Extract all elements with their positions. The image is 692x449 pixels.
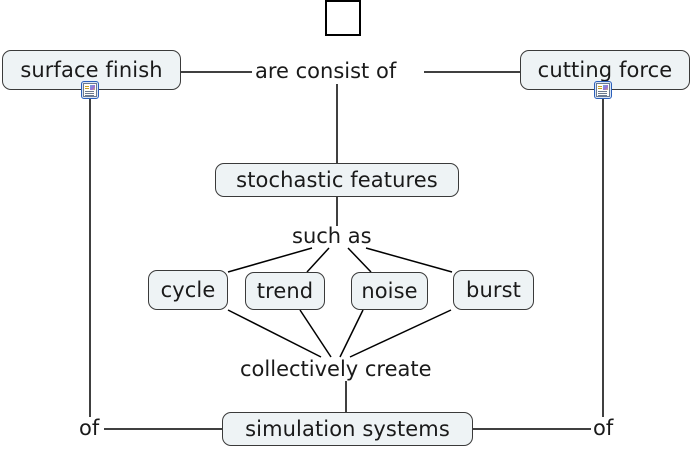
note-line	[598, 95, 607, 96]
note-line	[85, 86, 89, 87]
note-page	[83, 83, 97, 97]
node-cycle[interactable]: cycle	[148, 270, 228, 310]
note-document-icon[interactable]	[594, 81, 612, 99]
node-stochastic-features-label: stochastic features	[236, 167, 438, 192]
edge-trend-to-collectively-create	[299, 309, 332, 358]
edge-cycle-to-collectively-create	[227, 309, 322, 358]
edge-such-as-to-noise	[347, 247, 372, 273]
note-document-icon[interactable]	[81, 81, 99, 99]
node-surface-finish-label: surface finish	[20, 57, 163, 82]
note-line	[598, 91, 607, 92]
node-noise[interactable]: noise	[351, 272, 428, 310]
node-noise-label: noise	[361, 278, 418, 303]
note-line	[85, 91, 94, 92]
note-thumbnail	[90, 85, 95, 90]
node-stochastic-features[interactable]: stochastic features	[215, 163, 459, 197]
node-cutting-force-label: cutting force	[537, 57, 673, 82]
edge-such-as-to-burst	[365, 247, 453, 273]
edge-label-collectively-create: collectively create	[237, 359, 435, 380]
edge-noise-to-collectively-create	[339, 309, 364, 358]
node-trend-label: trend	[256, 278, 314, 303]
note-line	[598, 93, 607, 94]
note-line	[85, 88, 89, 89]
edge-such-as-to-cycle	[227, 247, 313, 273]
empty-node-box[interactable]	[325, 0, 361, 36]
edge-label-are-consist-of: are consist of	[252, 61, 400, 82]
note-line	[85, 95, 94, 96]
note-line	[598, 88, 602, 89]
node-simulation-systems[interactable]: simulation systems	[222, 412, 473, 446]
note-line	[598, 86, 602, 87]
edge-burst-to-collectively-create	[349, 309, 452, 358]
note-page	[596, 83, 610, 97]
node-trend[interactable]: trend	[245, 272, 325, 310]
note-line	[85, 93, 94, 94]
node-cycle-label: cycle	[160, 277, 216, 302]
edge-such-as-to-trend	[306, 247, 330, 273]
node-burst[interactable]: burst	[453, 270, 534, 310]
edge-label-of-right: of	[591, 416, 616, 440]
node-simulation-systems-label: simulation systems	[245, 416, 450, 441]
note-thumbnail	[603, 85, 608, 90]
node-burst-label: burst	[466, 277, 521, 302]
edge-label-such-as: such as	[289, 226, 375, 247]
edge-label-of-left: of	[77, 416, 102, 440]
